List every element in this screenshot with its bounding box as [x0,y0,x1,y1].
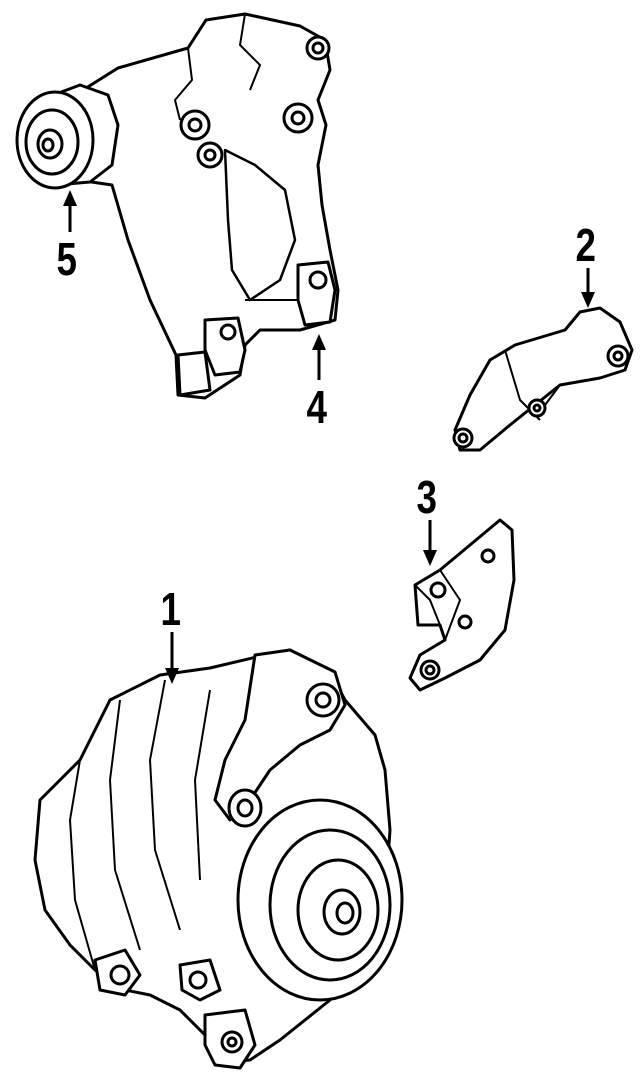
callout-1: 1 [160,583,182,635]
leader-4 [312,334,326,380]
lower-brace [408,518,516,692]
alternator [33,648,404,1070]
callout-4: 4 [306,381,328,433]
callout-3: 3 [416,471,438,523]
callout-2: 2 [575,219,597,271]
leader-2 [581,268,595,308]
mounting-bracket-with-idler-pulley [15,12,340,400]
leader-3 [423,520,437,566]
upper-brace [452,306,634,452]
leader-5 [63,190,77,232]
callout-5: 5 [56,233,78,285]
leader-1 [165,632,179,684]
